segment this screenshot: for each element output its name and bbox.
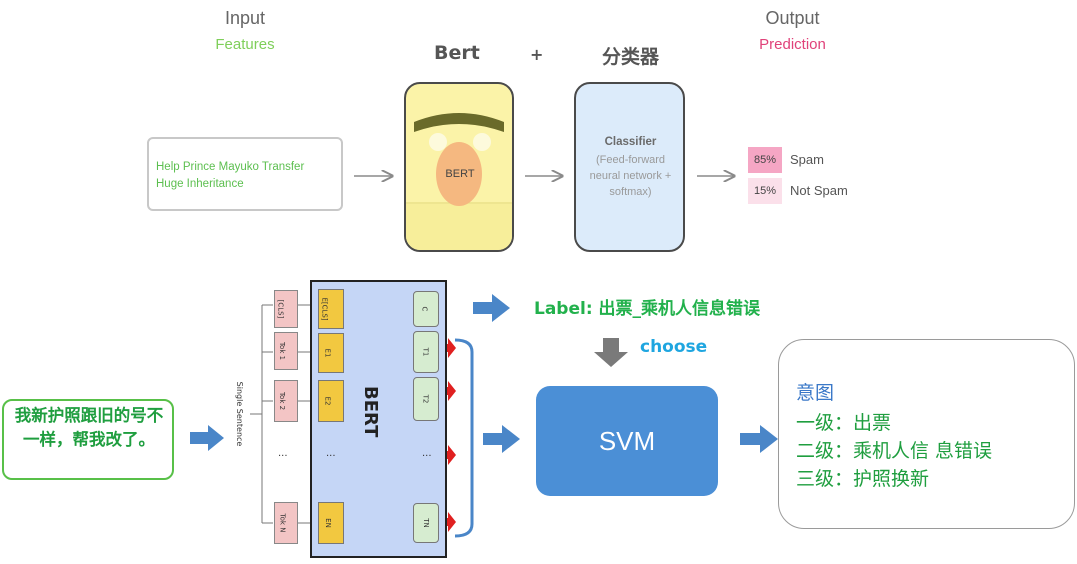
bert-card: [404, 82, 514, 252]
label-text: Label: 出票_乘机人信息错误: [534, 299, 761, 319]
choose-arrow: [594, 338, 628, 367]
output-ellipsis: ...: [422, 448, 432, 459]
arrow-to-label: [473, 294, 510, 322]
not-spam-pct: 15%: [748, 178, 782, 204]
arrow-svm-to-result: [740, 425, 778, 453]
embedding-1: E1: [318, 333, 344, 373]
features-label: Features: [215, 36, 275, 53]
arrow-input-to-bert: [190, 425, 224, 451]
intent-level-2: 二级：乘机人信 息错误: [796, 440, 993, 462]
svm-box: SVM: [536, 386, 718, 496]
output-t2: T2: [413, 377, 439, 421]
intent-level-3: 三级：护照换新: [796, 468, 930, 490]
classifier-title: Classifier: [604, 136, 657, 148]
spam-label: Spam: [790, 152, 824, 167]
single-sentence-label: Single Sentence: [235, 381, 244, 447]
classifier-desc: (Feed-forward neural network + softmax): [576, 152, 685, 200]
classifier-desc-line3: softmax): [609, 186, 652, 198]
plus-sign: +: [530, 45, 544, 64]
classifier-desc-line1: (Feed-forward: [595, 154, 666, 166]
arrow-to-svm: [483, 425, 520, 453]
intent-result-box: [778, 339, 1075, 529]
input-text-line2: Huge Inheritance: [156, 178, 244, 190]
embedding-cls: E[CLS]: [318, 289, 344, 329]
intent-title: 意图: [796, 382, 835, 404]
classifier-card: [574, 82, 685, 252]
bert-face-icon: [406, 113, 512, 250]
output-t1: T1: [413, 331, 439, 373]
input-text: Help Prince Mayuko Transfer Huge Inherit…: [156, 159, 341, 193]
top-arrows: [354, 0, 1077, 260]
embedding-2: E2: [318, 380, 344, 422]
bert-model-label: BERT: [360, 386, 381, 438]
not-spam-label: Not Spam: [790, 183, 848, 198]
embedding-ellipsis: ...: [326, 448, 336, 459]
bert-face-label: BERT: [445, 168, 475, 180]
bert-title: Bert: [434, 42, 480, 64]
chinese-input-box: [2, 399, 174, 480]
intent-level-1: 一级：出票: [796, 412, 892, 434]
classifier-desc-line2: neural network +: [589, 170, 672, 182]
token-n: Tok N: [274, 502, 298, 544]
choose-label: choose: [640, 337, 708, 357]
output-tn: TN: [413, 503, 439, 543]
embedding-n: EN: [318, 502, 344, 544]
chinese-input-text: 我新护照跟旧的号不一样，帮我改了。: [14, 406, 164, 449]
input-text-box: [147, 137, 343, 211]
token-1: Tok 1: [274, 332, 298, 370]
input-text-line1: Help Prince Mayuko Transfer: [156, 161, 305, 173]
token-ellipsis: ...: [278, 448, 288, 459]
token-cls: [CLS]: [274, 290, 298, 328]
output-header: Output: [765, 8, 820, 28]
prediction-label: Prediction: [759, 36, 826, 53]
spam-pct: 85%: [748, 147, 782, 173]
token-2: Tok 2: [274, 380, 298, 422]
classifier-title-cn: 分类器: [602, 46, 660, 68]
input-header: Input: [224, 8, 266, 28]
output-c: C: [413, 291, 439, 327]
